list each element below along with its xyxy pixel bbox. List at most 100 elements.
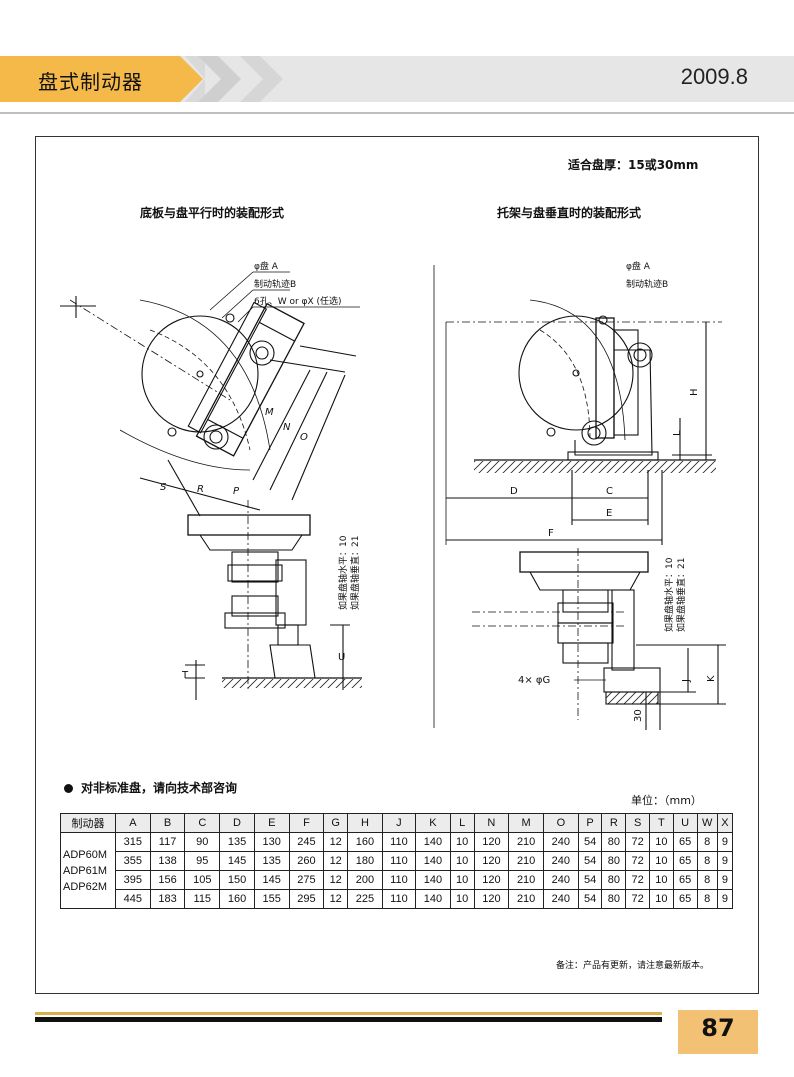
table-cell: 210	[508, 851, 544, 871]
table-cell: 200	[347, 870, 383, 890]
table-cell: 395	[115, 870, 151, 890]
table-cell: 156	[149, 870, 186, 890]
table-cell: 240	[542, 889, 579, 909]
footer-gold-rule	[35, 1012, 662, 1015]
dim-label-n: N	[283, 422, 291, 433]
table-cell: 120	[473, 851, 510, 871]
table-cell: 65	[672, 889, 698, 909]
table-cell: 315	[115, 832, 151, 852]
table-header: K	[415, 813, 451, 833]
dim-label-d: D	[510, 486, 518, 497]
table-cell: 145	[219, 851, 255, 871]
model-name: ADP61M	[63, 864, 108, 877]
table-cell: 10	[649, 889, 674, 909]
table-cell: 12	[323, 851, 349, 871]
dim-label-30: 30	[633, 709, 644, 722]
table-cell: 120	[473, 889, 510, 909]
table-cell: 12	[323, 889, 349, 909]
table-cell: 8	[696, 870, 718, 890]
table-cell: 10	[449, 832, 475, 852]
bullet-icon	[64, 784, 73, 793]
table-cell: 10	[649, 870, 674, 890]
unit-label: 单位：（mm）	[631, 794, 702, 807]
dim-label-f: F	[548, 528, 554, 539]
table-cell: 210	[508, 870, 544, 890]
table-cell: 110	[381, 870, 417, 890]
table-cell: 140	[415, 851, 451, 871]
table-header: F	[288, 813, 325, 833]
table-cell: 80	[601, 851, 627, 871]
dim-label-t: T	[181, 670, 189, 681]
table-header: M	[508, 813, 544, 833]
table-header: A	[115, 813, 151, 833]
model-cell: ADP60M ADP61M ADP62M	[60, 832, 116, 909]
table-cell: 12	[323, 870, 349, 890]
dim-label-k: K	[706, 675, 717, 682]
table-header: X	[716, 813, 734, 833]
table-cell: 240	[542, 832, 579, 852]
content-frame	[35, 136, 759, 994]
table-cell: 110	[381, 889, 417, 909]
table-cell: 9	[716, 889, 734, 909]
table-cell: 110	[381, 832, 417, 852]
table-header: J	[381, 813, 417, 833]
left-callout-holes: 6孔、W or φX (任选)	[254, 295, 342, 307]
table-cell: 54	[577, 832, 603, 852]
remark-note: 备注：产品有更新，请注意最新版本。	[556, 961, 710, 971]
table-cell: 8	[696, 832, 718, 852]
left-side-note-horizontal: 如果盘轴水平：10	[337, 535, 349, 610]
table-header: R	[601, 813, 627, 833]
table-cell: 150	[219, 870, 255, 890]
header-chevrons	[198, 56, 283, 102]
table-cell: 155	[253, 889, 290, 909]
model-name: ADP60M	[63, 848, 108, 861]
table-header: W	[696, 813, 718, 833]
table-cell: 140	[415, 889, 451, 909]
header-date: 2009.8	[680, 64, 748, 89]
table-cell: 80	[601, 870, 627, 890]
table-cell: 260	[288, 851, 325, 871]
table-cell: 210	[508, 832, 544, 852]
page-number-box	[678, 1010, 758, 1054]
table-cell: 95	[184, 851, 221, 871]
dim-label-r: R	[197, 484, 204, 495]
table-cell: 160	[347, 832, 383, 852]
table-cell: 130	[253, 832, 290, 852]
page-title: 盘式制动器	[38, 70, 143, 94]
table-cell: 355	[115, 851, 151, 871]
table-cell: 135	[253, 851, 290, 871]
dim-label-j: J	[681, 679, 692, 683]
table-cell: 135	[219, 832, 255, 852]
header-rule	[0, 112, 794, 114]
table-header: H	[347, 813, 383, 833]
table-header: B	[149, 813, 186, 833]
table-cell: 140	[415, 870, 451, 890]
table-header: D	[219, 813, 255, 833]
consult-note-text: 对非标准盘，请向技术部咨询	[81, 781, 238, 795]
table-header: 制动器	[60, 813, 116, 833]
disc-thickness-note: 适合盘厚：15或30mm	[568, 158, 699, 172]
table-cell: 9	[716, 851, 734, 871]
dim-label-s: S	[160, 482, 167, 493]
table-cell: 225	[347, 889, 383, 909]
right-callout-disc: φ盘 A	[626, 260, 651, 272]
table-cell: 240	[542, 851, 579, 871]
table-cell: 72	[625, 832, 650, 852]
table-cell: 72	[625, 851, 650, 871]
table-cell: 210	[508, 889, 544, 909]
table-header: G	[323, 813, 349, 833]
table-cell: 8	[696, 889, 718, 909]
table-cell: 65	[672, 851, 698, 871]
table-cell: 10	[449, 889, 475, 909]
table-cell: 110	[381, 851, 417, 871]
table-cell: 245	[288, 832, 325, 852]
table-cell: 10	[649, 851, 674, 871]
table-header: U	[672, 813, 698, 833]
table-cell: 275	[288, 870, 325, 890]
table-cell: 10	[449, 851, 475, 871]
left-callout-disc: φ盘 A	[254, 260, 279, 272]
